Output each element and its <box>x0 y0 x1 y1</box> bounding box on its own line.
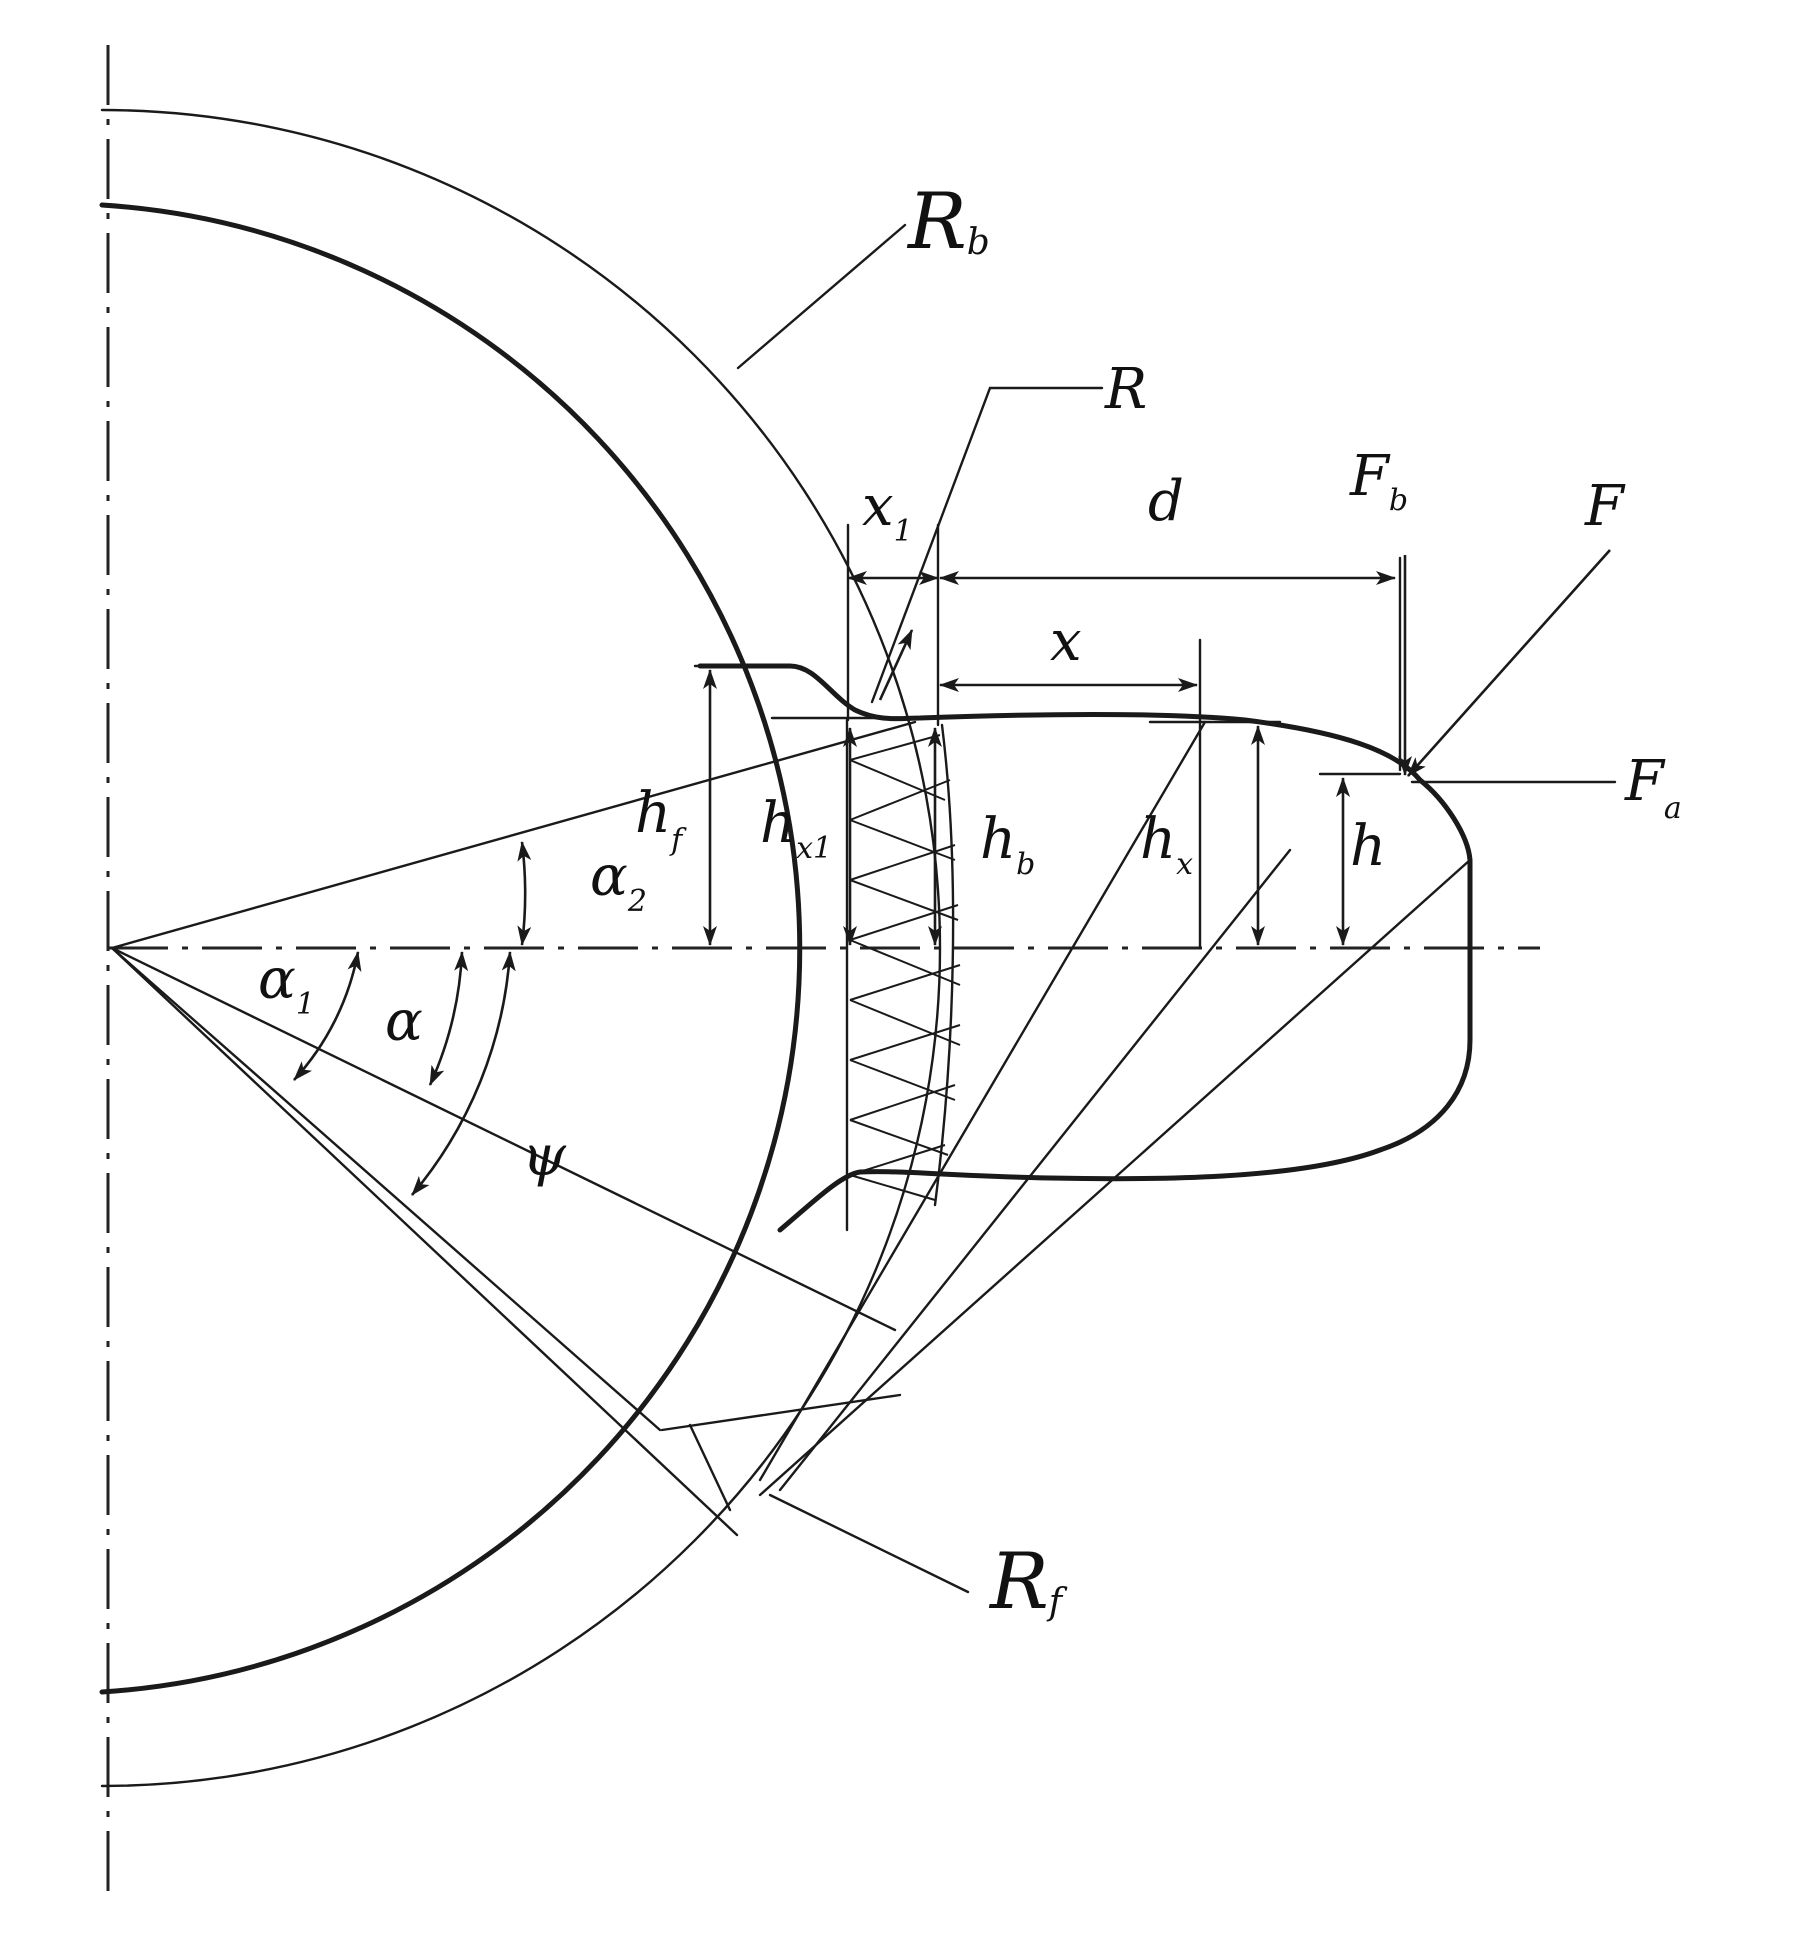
svg-text:x1: x1 <box>862 474 913 549</box>
svg-text:hb: hb <box>980 807 1035 882</box>
svg-text:hf: hf <box>635 781 687 858</box>
label-F: F <box>1584 474 1626 539</box>
label-alpha1: α1 <box>258 947 315 1022</box>
dimension-lines <box>693 523 1402 950</box>
base-circle-Rb <box>100 108 942 1788</box>
svg-text:F: F <box>1584 474 1626 539</box>
label-hf: hf <box>635 781 687 858</box>
root-circle-Rf <box>99 202 803 1695</box>
construction-lines <box>110 720 1472 1594</box>
svg-text:hx: hx <box>1140 807 1193 882</box>
svg-text:d: d <box>1148 469 1184 534</box>
label-d: d <box>1148 469 1184 534</box>
label-Fa: Fa <box>1624 749 1682 826</box>
svg-text:hx1: hx1 <box>760 791 832 866</box>
label-hx: hx <box>1140 807 1193 882</box>
label-x1: x1 <box>862 474 913 549</box>
svg-text:Fa: Fa <box>1624 749 1682 826</box>
label-x: x <box>1050 609 1082 674</box>
svg-text:Rb: Rb <box>906 177 990 267</box>
label-Rf: Rf <box>988 1537 1068 1627</box>
label-hb: hb <box>980 807 1035 882</box>
label-Fb: Fb <box>1349 444 1408 518</box>
label-alpha2: α2 <box>590 844 647 919</box>
svg-text:Fb: Fb <box>1349 444 1408 518</box>
svg-text:ψ: ψ <box>522 1124 567 1189</box>
hatched-section <box>845 718 961 1232</box>
label-hx1: hx1 <box>760 791 832 866</box>
leader-Rb <box>736 223 907 370</box>
svg-text:α2: α2 <box>590 844 647 919</box>
svg-text:α: α <box>385 989 423 1054</box>
label-alpha: α <box>385 989 423 1054</box>
leader-R <box>870 386 1104 704</box>
svg-text:h: h <box>1350 814 1386 879</box>
angle-arcs <box>293 841 532 1196</box>
svg-text:x: x <box>1050 609 1082 674</box>
label-h: h <box>1350 814 1386 879</box>
svg-text:Rf: Rf <box>988 1537 1068 1627</box>
label-R: R <box>1104 357 1147 422</box>
svg-text:α1: α1 <box>258 947 315 1022</box>
label-psi: ψ <box>522 1124 567 1189</box>
svg-text:R: R <box>1104 357 1147 422</box>
force-arrows <box>1398 549 1617 784</box>
tooth-profile <box>697 663 1473 1233</box>
label-Rb: Rb <box>906 177 990 267</box>
